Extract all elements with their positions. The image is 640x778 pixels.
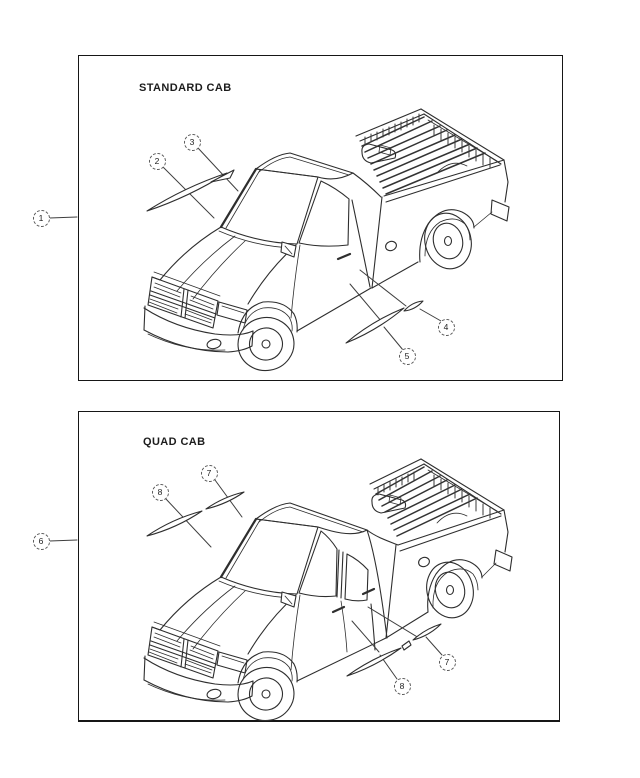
standard-cab-truck — [142, 108, 510, 377]
callout-number: 7 — [444, 657, 450, 667]
standard-cab-panel — [78, 55, 563, 381]
quad-cab-title: QUAD CAB — [143, 436, 206, 448]
callout-2[interactable]: 2 — [148, 152, 166, 170]
callout-7-lower[interactable]: 7 — [438, 653, 456, 671]
callout-number: 5 — [404, 351, 410, 361]
callout-number: 3 — [189, 137, 195, 147]
callout-3[interactable]: 3 — [183, 133, 201, 151]
callout-number: 8 — [157, 487, 163, 497]
callout-8-lower[interactable]: 8 — [393, 677, 411, 695]
callout-number: 6 — [38, 536, 44, 546]
molding-strips — [146, 169, 442, 677]
standard-cab-title: STANDARD CAB — [139, 82, 232, 94]
callout-number: 4 — [443, 322, 449, 332]
callout-number: 8 — [399, 681, 405, 691]
callout-number: 7 — [206, 468, 212, 478]
leader-lines — [49, 147, 443, 680]
callout-5[interactable]: 5 — [398, 347, 416, 365]
callout-8-upper[interactable]: 8 — [151, 483, 169, 501]
quad-cab-panel — [78, 411, 560, 722]
callout-6[interactable]: 6 — [32, 532, 50, 550]
callout-number: 1 — [38, 213, 44, 223]
callout-number: 2 — [154, 156, 160, 166]
quad-cab-truck — [142, 458, 513, 727]
callout-1[interactable]: 1 — [32, 209, 50, 227]
callout-7-upper[interactable]: 7 — [200, 464, 218, 482]
callout-4[interactable]: 4 — [437, 318, 455, 336]
